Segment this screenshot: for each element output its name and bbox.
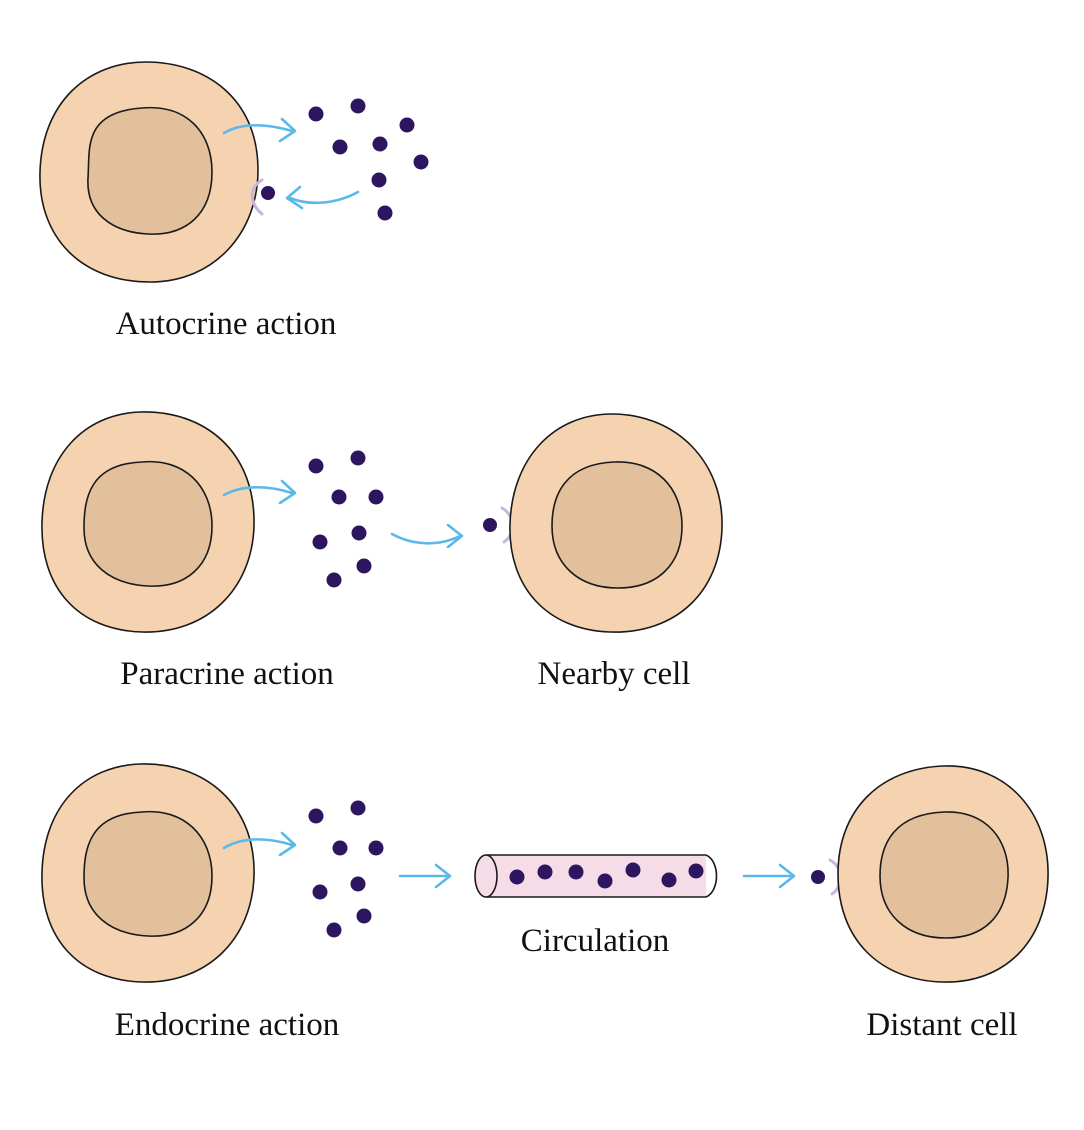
autocrine-molecules bbox=[261, 98, 429, 221]
hormone-molecule-icon bbox=[350, 98, 366, 114]
cell-nucleus bbox=[83, 460, 213, 587]
secretion-arrow-icon bbox=[222, 479, 297, 505]
cell-nucleus bbox=[879, 811, 1009, 939]
endocrine-panel: Circulation Endocrine action Distant cel… bbox=[41, 763, 1049, 1043]
hormone-molecule-icon bbox=[332, 139, 348, 155]
autocrine-label: Autocrine action bbox=[116, 306, 337, 342]
diffusion-arrow-icon bbox=[390, 523, 464, 549]
hormone-molecule-icon bbox=[350, 800, 366, 816]
hormone-molecule-icon bbox=[399, 117, 415, 133]
distant-cell-label: Distant cell bbox=[866, 1007, 1017, 1043]
hormone-molecule-icon bbox=[368, 840, 384, 856]
to-distant-cell-arrow-icon bbox=[742, 863, 796, 889]
to-circulation-arrow-icon bbox=[398, 863, 452, 889]
hormone-molecule-icon bbox=[537, 864, 553, 880]
receptor-icon bbox=[250, 178, 264, 216]
distant-cell-icon bbox=[837, 765, 1049, 983]
hormone-molecule-icon bbox=[332, 840, 348, 856]
autocrine-panel: Autocrine action bbox=[39, 61, 429, 342]
secretion-arrow-icon bbox=[222, 117, 297, 143]
hormone-molecule-icon bbox=[326, 572, 342, 588]
nearby-cell-label: Nearby cell bbox=[538, 656, 691, 692]
secretion-arrow-icon bbox=[222, 831, 297, 857]
hormone-molecule-icon bbox=[661, 872, 677, 888]
blood-vessel-icon bbox=[474, 854, 718, 898]
hormone-molecule-icon bbox=[312, 534, 328, 550]
cell-nucleus bbox=[83, 810, 213, 937]
vessel-opening bbox=[474, 854, 498, 898]
hormone-molecule-icon bbox=[356, 908, 372, 924]
cell-nucleus bbox=[87, 106, 213, 235]
hormone-molecule-icon bbox=[377, 205, 393, 221]
hormone-molecule-icon bbox=[509, 869, 525, 885]
cell-nucleus bbox=[551, 461, 683, 589]
circulation-label: Circulation bbox=[521, 923, 669, 959]
endocrine-source-cell-icon bbox=[41, 763, 255, 983]
vessel-end bbox=[705, 854, 718, 898]
hormone-molecule-icon bbox=[308, 106, 324, 122]
hormone-molecule-icon bbox=[261, 186, 275, 200]
hormone-molecule-icon bbox=[308, 808, 324, 824]
hormone-molecule-icon bbox=[350, 876, 366, 892]
hormone-molecule-icon bbox=[483, 518, 497, 532]
hormone-molecule-icon bbox=[368, 489, 384, 505]
paracrine-source-cell-icon bbox=[41, 411, 255, 633]
paracrine-molecules bbox=[308, 450, 384, 588]
endocrine-molecules bbox=[308, 800, 384, 938]
hormone-molecule-icon bbox=[568, 864, 584, 880]
hormone-molecule-icon bbox=[625, 862, 641, 878]
paracrine-panel: Paracrine action Nearby cell bbox=[41, 411, 723, 692]
paracrine-label: Paracrine action bbox=[120, 656, 333, 692]
hormone-molecule-icon bbox=[351, 525, 367, 541]
hormone-molecule-icon bbox=[811, 870, 825, 884]
nearby-cell-icon bbox=[509, 413, 723, 633]
hormone-molecule-icon bbox=[413, 154, 429, 170]
hormone-molecule-icon bbox=[326, 922, 342, 938]
hormone-molecule-icon bbox=[356, 558, 372, 574]
hormone-molecule-icon bbox=[308, 458, 324, 474]
hormone-molecule-icon bbox=[597, 873, 613, 889]
hormone-molecule-icon bbox=[331, 489, 347, 505]
hormone-molecule-icon bbox=[312, 884, 328, 900]
return-arrow-icon bbox=[285, 185, 360, 210]
hormone-molecule-icon bbox=[372, 136, 388, 152]
autocrine-cell-icon bbox=[39, 61, 259, 283]
hormone-molecule-icon bbox=[688, 863, 704, 879]
endocrine-label: Endocrine action bbox=[115, 1007, 340, 1043]
hormone-molecule-icon bbox=[350, 450, 366, 466]
hormone-molecule-icon bbox=[371, 172, 387, 188]
